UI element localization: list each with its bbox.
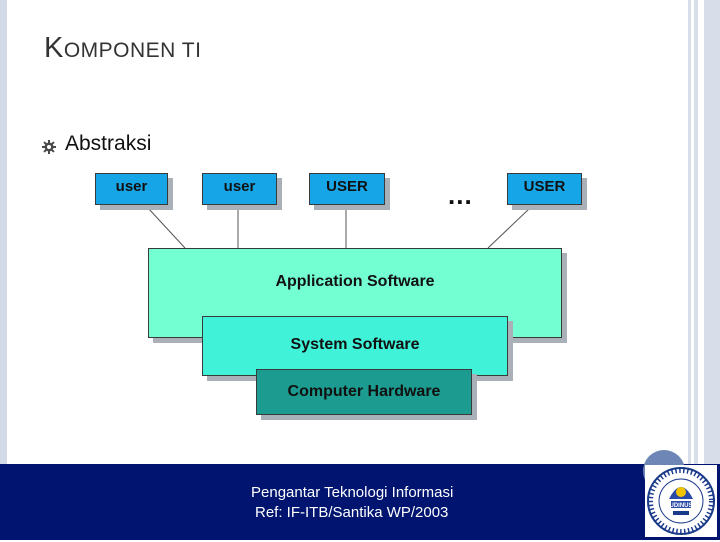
user-box: USER	[309, 173, 385, 205]
slide-title: KOMPONEN TI	[44, 32, 201, 65]
system-software-layer: System Software	[202, 316, 508, 376]
slide-title-rest: OMPONEN TI	[63, 39, 202, 62]
footer-bar	[0, 464, 720, 540]
left-decorative-rail	[0, 0, 7, 464]
computer-hardware-layer: Computer Hardware	[256, 369, 472, 415]
bullet-text: Abstraksi	[65, 132, 152, 155]
footer-course-title: Pengantar Teknologi Informasi	[251, 484, 454, 501]
user-box: user	[95, 173, 168, 205]
right-decorative-rail	[694, 0, 698, 464]
user-box: user	[202, 173, 277, 205]
more-users-ellipsis: ...	[448, 180, 473, 210]
svg-text:UDINUS: UDINUS	[669, 503, 692, 509]
footer-reference: Ref: IF-ITB/Santika WP/2003	[255, 504, 449, 521]
gear-bullet-icon	[42, 140, 56, 154]
slide-title-initial: K	[44, 32, 64, 64]
right-decorative-rail	[704, 0, 720, 464]
university-logo: UDINUS	[645, 465, 717, 537]
user-box: USER	[507, 173, 582, 205]
right-decorative-rail	[688, 0, 691, 464]
udinus-seal-icon: UDINUS	[647, 467, 715, 535]
